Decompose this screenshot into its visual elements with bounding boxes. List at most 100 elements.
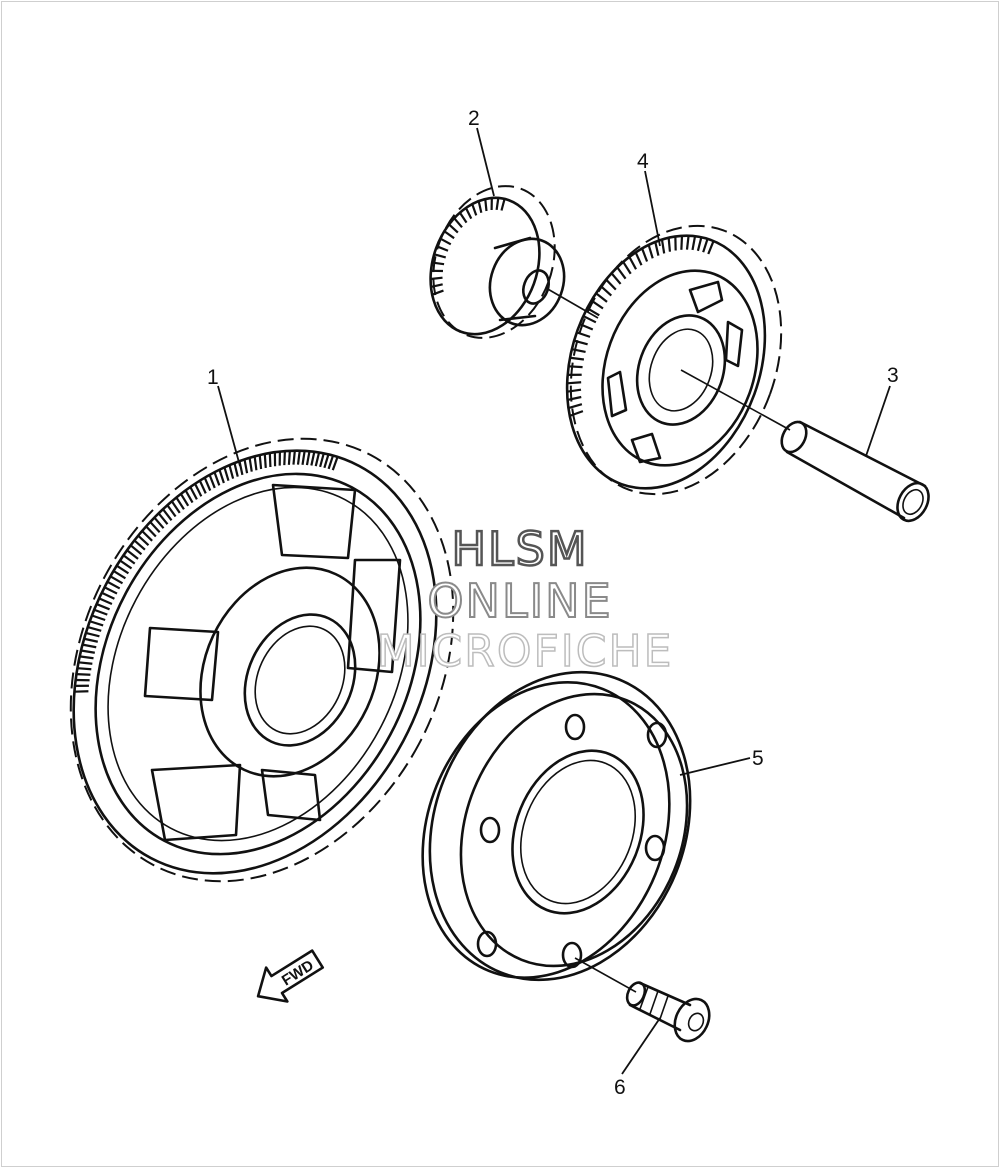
gear-tooth — [323, 454, 330, 469]
gear-tooth — [258, 454, 263, 470]
gear-tooth — [571, 348, 586, 353]
gear-tooth — [628, 256, 637, 270]
gear-tooth — [579, 323, 594, 331]
bolt-hole — [476, 930, 498, 958]
gear-tooth — [660, 239, 666, 254]
gear-tooth — [189, 486, 198, 500]
gear-tooth — [203, 477, 212, 492]
part-4-idle-gear — [565, 224, 783, 496]
gear-tooth — [566, 388, 582, 393]
gear-tooth — [586, 307, 600, 317]
watermark-line-3: MICROFICHE — [376, 625, 674, 678]
gear-tooth — [263, 453, 267, 469]
callout-labels: 1 2 4 3 5 6 — [207, 107, 899, 1099]
gear-tooth — [696, 236, 703, 252]
part-2-idler-gear — [429, 185, 566, 339]
gear-tooth — [213, 471, 221, 486]
gear-tooth — [431, 289, 444, 296]
gear-tooth — [149, 521, 161, 534]
gear-tooth — [569, 410, 584, 417]
gear-tooth — [109, 575, 124, 585]
gear-tooth — [91, 614, 106, 622]
gear-tooth — [680, 235, 684, 250]
gear-tooth — [667, 237, 672, 252]
callout-6: 6 — [614, 1076, 626, 1099]
gear-tooth — [453, 217, 463, 229]
gear-tooth — [129, 544, 143, 556]
gear-tooth — [430, 283, 443, 289]
gear-tooth — [443, 230, 455, 240]
gear-tooth — [85, 631, 100, 638]
gear-tooth — [93, 608, 108, 616]
gear-tooth — [331, 456, 339, 471]
gear-tooth — [568, 365, 583, 369]
gear-tooth — [685, 235, 690, 250]
gear-tooth — [432, 261, 445, 266]
gear-tooth — [567, 395, 582, 402]
gear-tooth — [600, 285, 613, 297]
gear-tooth — [702, 238, 709, 253]
gear-tooth — [218, 469, 225, 484]
part-1-gear-teeth — [74, 450, 339, 693]
gear-tooth — [439, 237, 452, 246]
gear-tooth — [292, 450, 296, 465]
gear-tooth — [248, 457, 253, 472]
gear-tooth — [198, 480, 207, 494]
gear-tooth — [101, 591, 115, 600]
gear-tooth — [157, 512, 169, 525]
gear-tooth — [122, 554, 136, 565]
part-4-gear-teeth — [566, 235, 715, 417]
part-1-starter-wheel-gear — [69, 437, 455, 883]
gear-tooth — [647, 244, 654, 259]
gear-tooth — [654, 241, 660, 256]
gear-tooth — [582, 315, 597, 324]
gear-tooth — [126, 549, 139, 560]
gear-tooth — [567, 381, 582, 385]
part-3-shaft — [545, 287, 930, 523]
gear-tooth — [605, 278, 617, 291]
gear-tooth — [568, 403, 583, 410]
part-6-bolt — [574, 957, 711, 1043]
gear-tooth — [87, 626, 102, 632]
gear-tooth — [153, 516, 165, 529]
gear-tooth — [327, 455, 335, 470]
gear-tooth — [194, 483, 203, 497]
part-5-bolt-holes — [476, 713, 668, 969]
gear-tooth — [622, 261, 632, 275]
gear-tooth — [223, 467, 230, 482]
gear-tooth — [78, 661, 93, 665]
gear-tooth — [319, 453, 325, 468]
gear-tooth — [430, 276, 443, 281]
gear-tooth — [104, 586, 118, 595]
gear-tooth — [77, 667, 92, 671]
gear-tooth — [296, 450, 301, 465]
gear-tooth — [471, 203, 478, 216]
gear-tooth — [436, 245, 449, 252]
gear-tooth — [616, 266, 627, 280]
part-5-clutch-housing — [421, 670, 692, 982]
gear-tooth — [162, 508, 173, 521]
gear-tooth — [283, 451, 286, 466]
gear-tooth — [576, 331, 591, 338]
gear-tooth — [573, 339, 588, 346]
gear-tooth — [458, 212, 468, 224]
gear-tooth — [305, 451, 311, 466]
gear-tooth — [641, 248, 649, 262]
callout-4: 4 — [637, 150, 649, 173]
gear-tooth — [133, 539, 146, 551]
gear-tooth — [495, 197, 500, 211]
gear-tooth — [116, 564, 130, 575]
gear-tooth — [184, 489, 194, 504]
part-2-gear-teeth — [430, 197, 506, 296]
gear-tooth — [590, 299, 604, 310]
gear-tooth — [208, 474, 216, 489]
gear-tooth — [301, 450, 306, 465]
gear-tooth — [268, 452, 272, 468]
gear-tooth — [145, 525, 157, 538]
gear-tooth — [82, 643, 97, 649]
bolt-hole — [564, 713, 586, 741]
gear-tooth — [448, 223, 459, 234]
gear-tooth — [80, 649, 95, 654]
callout-5: 5 — [752, 747, 764, 770]
